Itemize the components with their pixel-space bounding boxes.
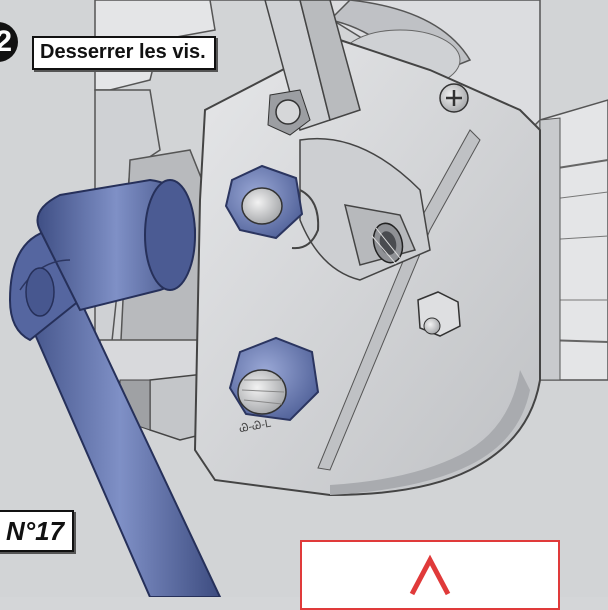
- step-number-badge: 2: [0, 22, 18, 62]
- phillips-screw: [439, 83, 469, 113]
- upper-nut: [224, 164, 320, 250]
- socket-wrench: [8, 178, 222, 597]
- step-instruction: Desserrer les vis.: [32, 36, 216, 70]
- warning-box: [300, 540, 560, 610]
- tool-size-label: N°17: [0, 510, 75, 552]
- link-arm: [264, 0, 361, 136]
- hex-nut-right: [417, 291, 461, 337]
- rail: [539, 99, 608, 381]
- warning-icon: [409, 554, 451, 596]
- lower-nut: [228, 336, 320, 422]
- svg-text:Ꮚ-Ꮚ-L: Ꮚ-Ꮚ-L: [238, 418, 272, 435]
- cam-boss: [299, 137, 431, 281]
- mechanism-illustration: Ꮚ-Ꮚ-L: [8, 0, 608, 597]
